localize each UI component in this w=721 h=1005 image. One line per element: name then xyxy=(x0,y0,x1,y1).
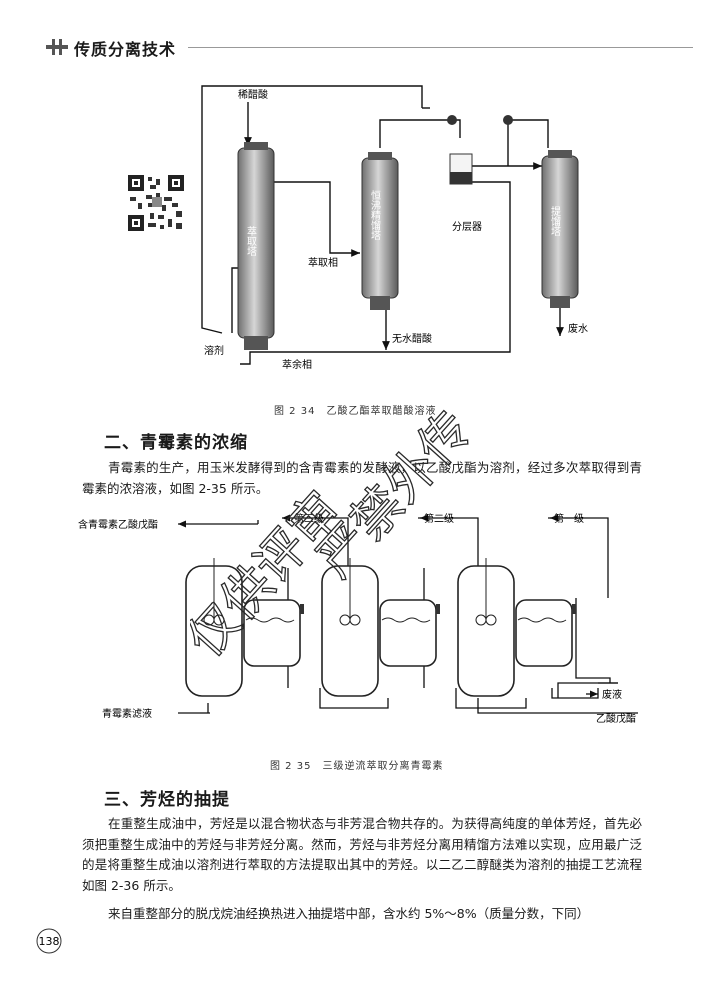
label-stage1: 第一级 xyxy=(554,512,584,525)
label-amyl-acetate: 乙酸戊酯 xyxy=(596,712,636,725)
label-extraction-tower: 萃取塔 xyxy=(245,226,257,257)
header-title: 传质分离技术 xyxy=(74,40,177,59)
page-number: 138 xyxy=(39,935,60,948)
label-extract-phase: 萃取相 xyxy=(308,256,338,269)
paragraph-penicillin: 青霉素的生产，用玉米发酵得到的含青霉素的发酵液，以乙酸戊酯为溶剂，经过多次萃取得… xyxy=(82,460,642,496)
figure-extraction-process: 稀醋酸 萃取塔 恒沸精馏塔 提馏塔 萃取相 分层器 溶剂 萃余相 无水醋酸 废水 xyxy=(201,85,588,371)
label-solvent: 溶剂 xyxy=(204,344,224,357)
figure1-caption: 图 2 34 乙酸乙酯萃取醋酸溶液 xyxy=(274,406,437,417)
label-stage2: 第二级 xyxy=(424,512,454,525)
header-rule xyxy=(188,47,693,48)
label-waste-liquid: 废液 xyxy=(602,688,622,701)
paragraph-aromatics: 在重整生成油中，芳烃是以混合物状态与非芳混合物共存的。为获得高纯度的单体芳烃，首… xyxy=(82,816,642,893)
figure2-caption: 图 2 35 三级逆流萃取分离青霉素 xyxy=(270,761,444,772)
label-dilute-acid: 稀醋酸 xyxy=(238,88,268,101)
label-anhydrous-acid: 无水醋酸 xyxy=(392,332,432,345)
section3-title: 三、芳烃的抽提 xyxy=(104,790,230,810)
figure-three-stage-extraction: 含青霉素乙酸戊酯 第三级 第二级 第一级 废液 青霉素滤液 乙酸戊酯 xyxy=(78,512,638,725)
running-header: 传质分离技术 xyxy=(40,34,693,60)
label-azeotropic-tower: 恒沸精馏塔 xyxy=(369,189,381,241)
label-filtrate: 青霉素滤液 xyxy=(102,707,152,720)
label-raffinate: 萃余相 xyxy=(282,358,312,371)
label-waste-water: 废水 xyxy=(568,322,588,335)
page-number-badge: 138 xyxy=(36,928,62,954)
label-stripping-tower: 提馏塔 xyxy=(549,206,561,237)
label-separator: 分层器 xyxy=(452,221,482,233)
label-product: 含青霉素乙酸戊酯 xyxy=(78,518,158,531)
qr-code-icon xyxy=(128,175,184,231)
section2-title: 二、青霉素的浓缩 xyxy=(104,433,248,453)
label-stage3: 第三级 xyxy=(294,512,324,525)
book-logo-icon xyxy=(46,39,68,55)
paragraph-process: 来自重整部分的脱戊烷油经换热进入抽提塔中部，含水约 5%～8%（质量分数，下同） xyxy=(108,906,590,921)
